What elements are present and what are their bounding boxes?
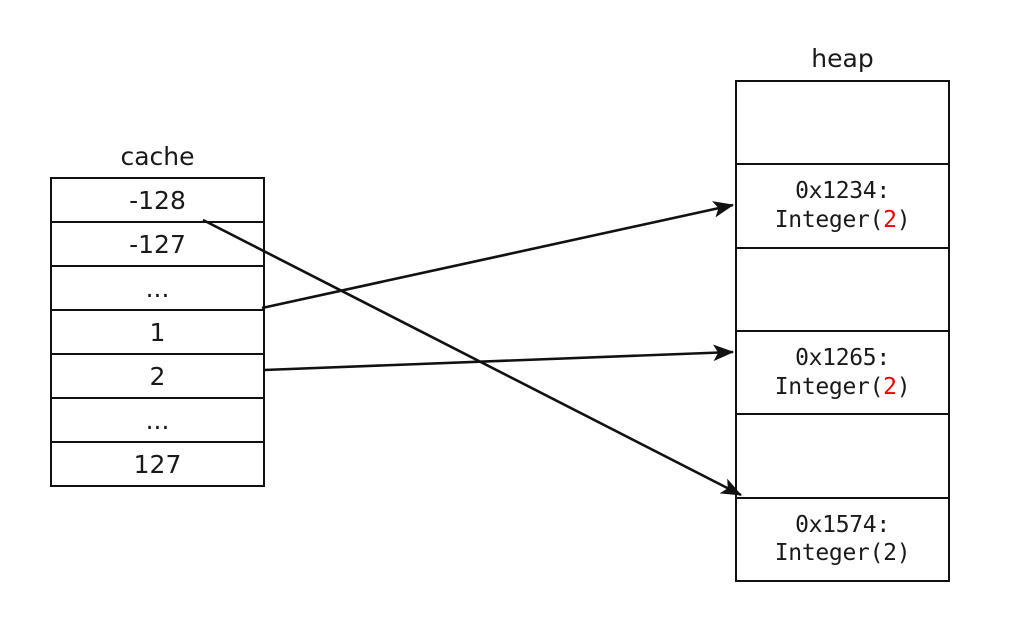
cache-row: 127: [133, 449, 182, 479]
heap-cell-empty: [737, 82, 948, 166]
heap-title: heap: [811, 44, 874, 73]
cache-title: cache: [120, 142, 195, 171]
heap-cell-object: 0x1234: Integer(2): [737, 165, 948, 249]
heap-cell-object: 0x1574: Integer(2): [737, 499, 948, 580]
heap-cell-value-number: 2: [883, 373, 897, 400]
heap-cell-address: 0x1574:: [795, 511, 890, 538]
cache-table: -128 -127 ... 1 2 ... 127: [50, 177, 265, 487]
heap-cell-empty: [737, 249, 948, 332]
heap-cell-value: Integer(2): [774, 373, 911, 400]
arrow-cache-2-to-heap-0x1265: [263, 344, 735, 372]
arrow-cache-top-to-heap-0x1574: [202, 218, 742, 497]
heap-cell-address: 0x1234:: [795, 178, 890, 205]
heap-cell-address: 0x1265:: [795, 344, 890, 371]
heap-cell-object: 0x1265: Integer(2): [737, 332, 948, 416]
cache-row: 2: [52, 355, 263, 399]
heap-cell-empty: [737, 415, 948, 499]
heap-cell-value-number: 2: [883, 540, 897, 567]
heap-cell-value: Integer(2): [774, 540, 911, 567]
cache-row: -128: [52, 179, 263, 223]
cache-row: -127: [52, 223, 263, 267]
cache-row: 1: [52, 311, 263, 355]
heap-cell-value-number: 2: [883, 206, 897, 233]
cache-row: ...: [52, 267, 263, 311]
heap-cell-value: Integer(2): [774, 206, 911, 233]
heap-table: 0x1234: Integer(2) 0x1265: Integer(2) 0x…: [735, 80, 950, 582]
cache-row: ...: [52, 399, 263, 443]
arrow-cache-1-to-heap-0x1234: [261, 201, 735, 310]
